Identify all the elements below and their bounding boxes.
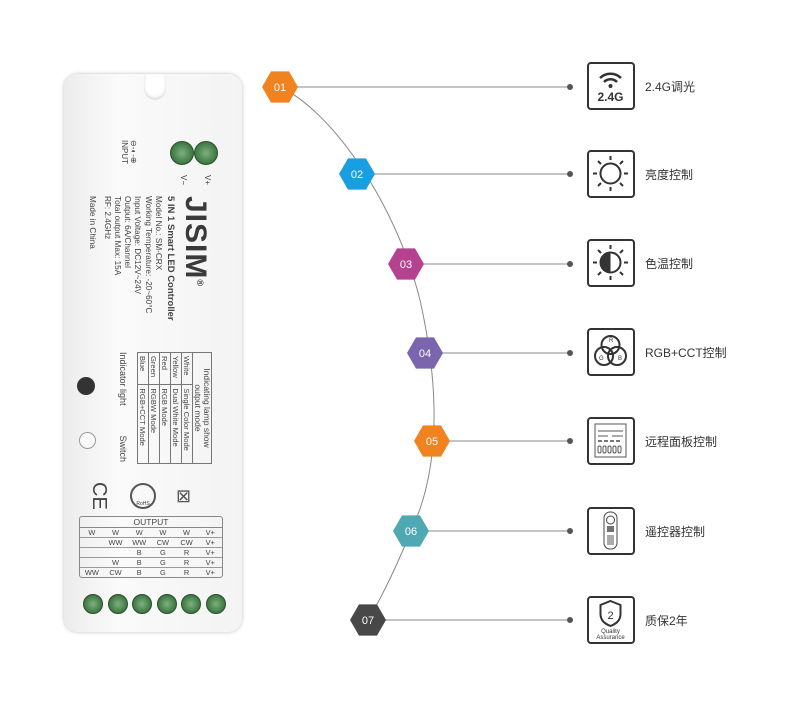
output-terminal-screw bbox=[83, 594, 103, 614]
output-cell: B bbox=[136, 558, 142, 567]
connector-dot bbox=[567, 171, 573, 177]
connector-dot bbox=[567, 84, 573, 90]
step-number: 01 bbox=[274, 82, 286, 94]
step-number: 03 bbox=[400, 259, 412, 271]
feature-label: RGB+CCT控制 bbox=[645, 346, 727, 360]
icon-letter-b: B bbox=[618, 356, 622, 362]
feature-label: 色温控制 bbox=[645, 257, 694, 271]
output-terminal-screw bbox=[132, 594, 152, 614]
hexagon-badge bbox=[388, 248, 424, 280]
step-number: 02 bbox=[351, 169, 363, 181]
output-cell: B bbox=[136, 568, 142, 577]
hexagon-badge bbox=[393, 515, 429, 547]
icon-number: 2 bbox=[607, 610, 613, 622]
icon-letter-g: G bbox=[599, 356, 604, 362]
output-cell: V+ bbox=[205, 568, 215, 577]
switch-button[interactable] bbox=[79, 432, 96, 449]
rgb-circles-icon: R G B bbox=[587, 328, 635, 376]
connector-dot bbox=[567, 438, 573, 444]
output-cell: W bbox=[88, 528, 96, 537]
output-terminal-screw bbox=[156, 594, 177, 614]
weee-bin-icon: ⊠ bbox=[176, 486, 192, 506]
output-cell: R bbox=[183, 558, 190, 567]
step-number: 04 bbox=[419, 348, 431, 360]
hexagon-badge bbox=[414, 425, 450, 457]
output-cell: G bbox=[159, 568, 166, 577]
step-number: 05 bbox=[426, 436, 438, 448]
step-number: 07 bbox=[362, 615, 374, 627]
output-cell: R bbox=[183, 548, 190, 557]
sun-brightness-icon bbox=[587, 150, 635, 198]
icon-text: 2.4G bbox=[597, 90, 623, 104]
icon-text: Assurance bbox=[596, 635, 625, 641]
rohs-mark: RoHS bbox=[130, 483, 156, 509]
output-row: W B G R V+ bbox=[80, 558, 222, 568]
half-sun-color-temp-icon bbox=[587, 239, 635, 287]
output-cell: WW bbox=[84, 568, 99, 577]
rohs-text: RoHS bbox=[136, 501, 150, 507]
feature-label: 遥控器控制 bbox=[645, 525, 706, 539]
output-cell: CW bbox=[109, 568, 122, 577]
output-cell: W bbox=[159, 528, 167, 537]
connector-dot bbox=[567, 528, 573, 534]
output-row: WW CW B G R V+ bbox=[80, 568, 222, 577]
output-terminal-screw bbox=[205, 594, 226, 614]
feature-marker-06: 06 bbox=[393, 515, 573, 547]
feature-label: 亮度控制 bbox=[645, 168, 694, 182]
wall-panel-icon bbox=[587, 417, 635, 465]
connector-dot bbox=[567, 617, 573, 623]
feature-marker-04: 04 bbox=[407, 337, 573, 369]
output-row: WW WW CW CW V+ bbox=[80, 538, 222, 548]
indicator-light bbox=[77, 377, 95, 395]
feature-marker-05: 05 bbox=[414, 425, 573, 457]
feature-label: 质保2年 bbox=[645, 614, 688, 628]
output-header: OUTPUT bbox=[80, 517, 222, 528]
hexagon-badge bbox=[407, 337, 443, 369]
output-cell: W bbox=[183, 528, 191, 537]
terminal-screw-v-plus bbox=[194, 141, 218, 165]
output-cell: G bbox=[159, 548, 166, 557]
output-cell: W bbox=[135, 528, 143, 537]
feature-marker-07: 07 bbox=[350, 604, 573, 636]
output-cell: R bbox=[183, 568, 190, 577]
connector-dot bbox=[567, 261, 573, 267]
connector-dot bbox=[567, 350, 573, 356]
output-cell: V+ bbox=[205, 538, 215, 547]
feature-label: 2.4G调光 bbox=[645, 80, 696, 94]
step-number: 06 bbox=[405, 526, 417, 538]
icon-text: Quality bbox=[601, 629, 620, 635]
output-terminal-screw bbox=[107, 594, 128, 614]
output-cell: W bbox=[112, 528, 119, 537]
output-cell: V+ bbox=[205, 558, 215, 567]
output-cell: G bbox=[159, 558, 166, 567]
output-cell: B bbox=[136, 548, 142, 557]
feature-label: 远程面板控制 bbox=[645, 435, 718, 449]
icon-letter-r: R bbox=[609, 338, 614, 344]
output-cell: V+ bbox=[205, 548, 215, 557]
controller-device bbox=[64, 74, 242, 632]
wifi-2.4g-icon: 2.4G bbox=[587, 62, 635, 110]
output-terminal-screw bbox=[181, 594, 201, 614]
output-row: B G R V+ bbox=[80, 548, 222, 558]
output-row: W W W W W V+ bbox=[80, 528, 222, 538]
hexagon-badge bbox=[262, 71, 298, 103]
output-cell: CW bbox=[180, 538, 193, 547]
output-cell: CW bbox=[156, 538, 170, 547]
output-cell: W bbox=[112, 558, 119, 567]
feature-marker-01: 01 bbox=[262, 71, 573, 103]
feature-marker-02: 02 bbox=[339, 158, 573, 190]
output-cell: V+ bbox=[205, 528, 215, 537]
feature-marker-03: 03 bbox=[388, 248, 573, 280]
remote-control-icon bbox=[587, 507, 635, 555]
hexagon-badge bbox=[350, 604, 386, 636]
terminal-screw-v-minus bbox=[170, 141, 194, 165]
output-cell: WW bbox=[132, 538, 147, 547]
hexagon-badge bbox=[339, 158, 375, 190]
mounting-notch bbox=[144, 74, 166, 100]
output-cell: WW bbox=[108, 538, 123, 547]
timeline-curve bbox=[279, 86, 435, 621]
